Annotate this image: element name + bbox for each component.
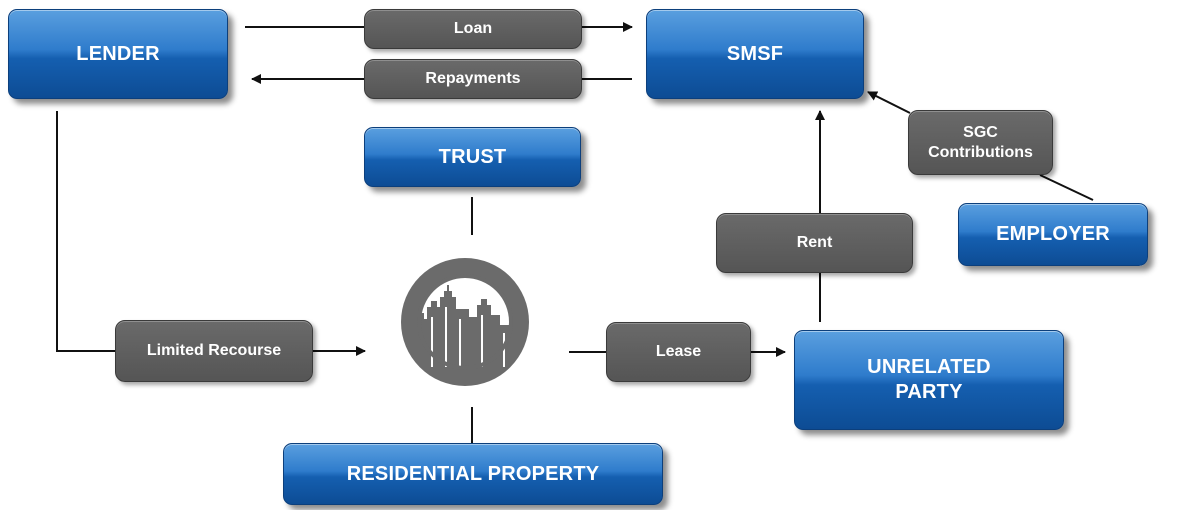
unrelated-party-node: UNRELATED PARTY [794, 330, 1064, 430]
limited-recourse-label: Limited Recourse [146, 342, 282, 359]
trust-node: TRUST [364, 127, 581, 187]
limited-recourse-label-box: Limited Recourse [115, 320, 313, 382]
lender-label: LENDER [76, 42, 160, 65]
employer-node: EMPLOYER [958, 203, 1148, 266]
loan-label-box: Loan [364, 9, 582, 49]
rent-label-box: Rent [716, 213, 913, 273]
loan-label: Loan [453, 20, 493, 37]
repayments-label-box: Repayments [364, 59, 582, 99]
lender-limited-connector [56, 111, 115, 352]
employer-sgc-connector [1039, 174, 1094, 201]
lease-label-box: Lease [606, 322, 751, 382]
trust-label: TRUST [438, 145, 507, 168]
smsf-label: SMSF [726, 42, 784, 65]
lease-label: Lease [655, 343, 702, 360]
repayments-label: Repayments [425, 70, 521, 87]
lender-node: LENDER [8, 9, 228, 99]
rent-label: Rent [796, 234, 833, 251]
residential-property-label: RESIDENTIAL PROPERTY [346, 462, 600, 485]
smsf-node: SMSF [646, 9, 864, 99]
employer-label: EMPLOYER [996, 223, 1110, 245]
sgc-contributions-label: SGC Contributions [928, 123, 1033, 161]
sgc-contributions-label-box: SGC Contributions [908, 110, 1053, 175]
sgc-arrow [867, 91, 911, 114]
unrelated-party-label: UNRELATED PARTY [867, 356, 991, 403]
residential-property-node: RESIDENTIAL PROPERTY [283, 443, 663, 505]
city-skyline-icon [401, 258, 529, 386]
